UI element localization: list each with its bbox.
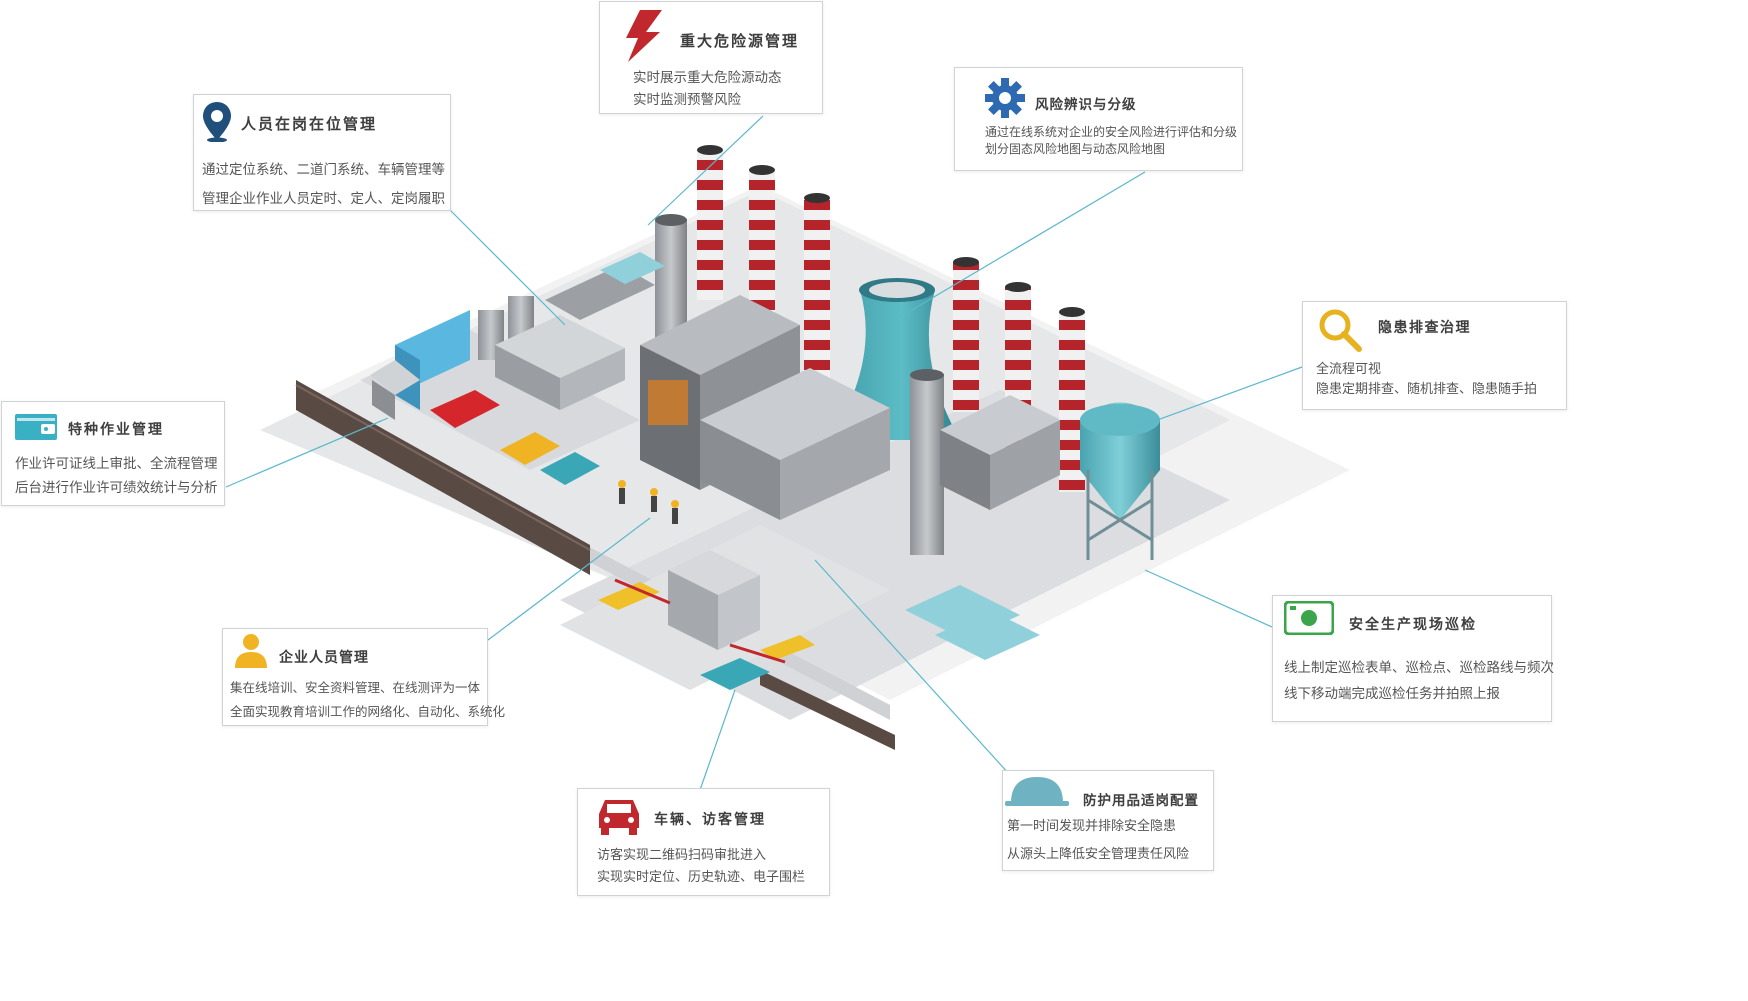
risk-card: 风险辨识与分级 通过在线系统对企业的安全风险进行评估和分级 划分固态风险地图与动… <box>954 67 1243 171</box>
special-work-line-1: 作业许可证线上审批、全流程管理 <box>15 456 218 471</box>
wallet-icon <box>15 414 57 440</box>
gatehouse <box>598 550 815 690</box>
main-buildings <box>495 265 1060 520</box>
gear-icon <box>985 78 1025 118</box>
hidden-danger-line-1: 全流程可视 <box>1316 361 1382 376</box>
vehicle-line-2: 实现实时定位、历史轨迹、电子围栏 <box>597 869 806 884</box>
patrol-title: 安全生产现场巡检 <box>1349 616 1477 632</box>
vehicle-title: 车辆、访客管理 <box>654 811 766 827</box>
special-work-title: 特种作业管理 <box>68 421 164 437</box>
risk-line-2: 划分固态风险地图与动态风险地图 <box>985 142 1166 156</box>
ppe-card: 防护用品适岗配置 第一时间发现并排除安全隐患 从源头上降低安全管理责任风险 <box>1002 770 1214 871</box>
staff-line-2: 全面实现教育培训工作的网络化、自动化、系统化 <box>230 705 506 719</box>
personnel-line-1: 通过定位系统、二道门系统、车辆管理等 <box>202 162 445 177</box>
hazard-line-1: 实时展示重大危险源动态 <box>633 70 782 85</box>
camera-icon <box>1284 601 1334 635</box>
staff-title: 企业人员管理 <box>279 649 369 665</box>
hazard-card: 重大危险源管理 实时展示重大危险源动态 实时监测预警风险 <box>599 1 823 114</box>
risk-line-1: 通过在线系统对企业的安全风险进行评估和分级 <box>985 125 1238 139</box>
workers <box>618 480 679 524</box>
special-work-line-2: 后台进行作业许可绩效统计与分析 <box>15 480 218 495</box>
staff-line-1: 集在线培训、安全资料管理、在线测评为一体 <box>230 681 481 695</box>
water-pools <box>600 252 1040 660</box>
risk-title: 风险辨识与分级 <box>1035 97 1137 112</box>
patrol-card: 安全生产现场巡检 线上制定巡检表单、巡检点、巡检路线与频次 线下移动端完成巡检任… <box>1272 595 1554 722</box>
water-tank <box>1080 402 1160 560</box>
patrol-line-2: 线下移动端完成巡检任务并拍照上报 <box>1284 686 1500 701</box>
parking-area <box>360 310 640 485</box>
hidden-danger-card: 隐患排查治理 全流程可视 隐患定期排查、随机排查、隐患随手拍 <box>1302 301 1567 410</box>
hidden-danger-title: 隐患排查治理 <box>1378 319 1471 335</box>
hazard-line-2: 实时监测预警风险 <box>633 92 741 107</box>
special-work-card: 特种作业管理 作业许可证线上审批、全流程管理 后台进行作业许可绩效统计与分析 <box>1 401 225 506</box>
magnifier-icon <box>1319 309 1362 352</box>
ppe-line-1: 第一时间发现并排除安全隐患 <box>1007 818 1177 833</box>
helmet-icon <box>1005 777 1069 806</box>
staff-card: 企业人员管理 集在线培训、安全资料管理、在线测评为一体 全面实现教育培训工作的网… <box>222 628 505 726</box>
patrol-line-1: 线上制定巡检表单、巡检点、巡检路线与频次 <box>1284 660 1554 675</box>
hazard-title: 重大危险源管理 <box>680 33 800 50</box>
car-icon <box>599 800 639 835</box>
personnel-card: 人员在岗在位管理 通过定位系统、二道门系统、车辆管理等 管理企业作业人员定时、定… <box>193 94 451 211</box>
personnel-line-2: 管理企业作业人员定时、定人、定岗履职 <box>202 191 445 206</box>
hidden-danger-line-2: 隐患定期排查、随机排查、隐患随手拍 <box>1316 381 1538 396</box>
location-pin-icon <box>203 102 231 142</box>
personnel-title: 人员在岗在位管理 <box>241 116 378 133</box>
ppe-line-2: 从源头上降低安全管理责任风险 <box>1007 846 1190 861</box>
person-icon <box>235 634 267 668</box>
lightning-icon <box>626 10 662 62</box>
vehicle-line-1: 访客实现二维码扫码审批进入 <box>597 847 767 862</box>
boundary-wall <box>295 380 895 750</box>
process-towers <box>478 214 944 555</box>
vehicle-card: 车辆、访客管理 访客实现二维码扫码审批进入 实现实时定位、历史轨迹、电子围栏 <box>577 788 830 896</box>
ppe-title: 防护用品适岗配置 <box>1083 793 1199 808</box>
leader-lines <box>225 115 1303 791</box>
